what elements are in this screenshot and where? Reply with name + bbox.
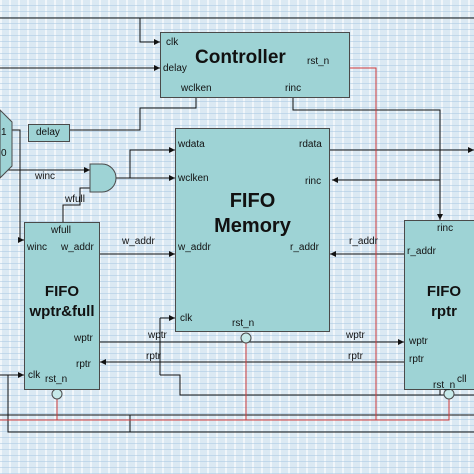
mux-label-zero: 0 [1,148,7,159]
controller-title: Controller [195,47,286,68]
and-gate-shape [89,163,117,193]
wptr-title-line2: wptr&full [29,303,95,320]
controller-delay-port: delay [163,63,187,74]
arrow-wptr-clk [18,372,24,378]
memory-title-line1: FIFO [229,190,276,212]
red-reset-wires [0,67,450,421]
arrow-rptr-wptr [398,339,404,345]
controller-clk-port: clk [166,37,179,48]
rptr-clk-port: cll [457,374,467,385]
signal-rptr-right-label: rptr [348,351,363,362]
wire-top-frame [0,17,160,43]
arrow-mem-wclken [169,175,175,181]
arrow-ctrl-clk [154,39,160,45]
wptr-reset-bubble [51,388,63,400]
wire-wclken-down [70,98,197,131]
controller-rst-port: rst_n [307,56,330,67]
signal-raddr-label: r_addr [349,236,378,247]
wire-and-out [115,149,175,179]
controller-wclken-port: wclken [181,83,212,94]
controller-rinc-port: rinc [285,83,302,94]
wire-left-clk-vert [7,375,130,433]
fifo-memory-block [175,128,330,332]
arrow-wptr-rptr [100,359,106,365]
memory-wdata-port: wdata [178,139,205,150]
memory-rst-port: rst_n [232,318,255,329]
signal-wptr-right-label: wptr [346,330,365,341]
signal-winc-label: winc [35,171,56,182]
wptr-rst-port: rst_n [45,374,68,385]
arrow-mem-wdata [169,147,175,153]
arrow-mem-waddr [169,251,175,257]
rptr-title-line2: rptr [431,303,457,320]
mem-reset-bubble [240,332,252,344]
wire-bottom-frame2 [129,415,474,433]
memory-waddr-port: w_addr [178,242,211,253]
wptr-winc-port: winc [27,242,48,253]
delay-block [28,124,70,142]
wptr-rptr-port: rptr [76,359,91,370]
memory-rinc-port: rinc [305,176,322,187]
fifo-rptr-block [404,220,474,390]
reset-rptr [376,398,450,421]
delay-label: delay [36,127,60,138]
wptr-clk-port: clk [28,370,41,381]
rptr-rst-port: rst_n [433,380,456,391]
wire-wfull-feedback [62,187,90,222]
wire-ctrl-rinc [292,98,441,220]
rptr-wptr-port: wptr [409,336,428,347]
fifo-wptr-full-block [24,222,100,390]
wptr-wptr-port: wptr [74,333,93,344]
arrow-mem-clk [169,315,175,321]
wptr-waddr-port: w_addr [61,242,94,253]
mux-label-one: 1 [1,127,7,138]
rptr-rinc-port: rinc [437,223,454,234]
signal-wptr-mid-label: wptr [148,330,167,341]
arrow-winc-gate [84,167,90,173]
memory-title-line2: Memory [214,215,291,237]
arrow-mem-raddr [330,251,336,257]
signal-wfull-label: wfull [65,194,86,205]
controller-block [160,32,350,98]
reset-top [350,67,377,420]
rptr-title-line1: FIFO [426,283,462,300]
memory-raddr-port: r_addr [290,242,319,253]
arrowheads [18,39,474,378]
rptr-rptr-port: rptr [409,354,424,365]
signal-waddr-label: w_addr [122,236,155,247]
memory-rdata-port: rdata [299,139,322,150]
arrow-rdata [468,147,474,153]
arrow-rptr-rinc [437,214,443,220]
arrow-wptr-winc [18,237,24,243]
mux-shape [0,109,13,179]
memory-clk-port: clk [180,313,193,324]
rptr-raddr-port: r_addr [407,246,436,257]
memory-wclken-port: wclken [178,173,209,184]
wptr-wfull-port: wfull [51,225,72,236]
arrow-mem-rinc [332,177,338,183]
wptr-title-line1: FIFO [44,283,80,300]
signal-rptr-mid-label: rptr [146,351,161,362]
arrow-ctrl-delay [154,65,160,71]
wire-clk-bottom2 [160,374,474,396]
